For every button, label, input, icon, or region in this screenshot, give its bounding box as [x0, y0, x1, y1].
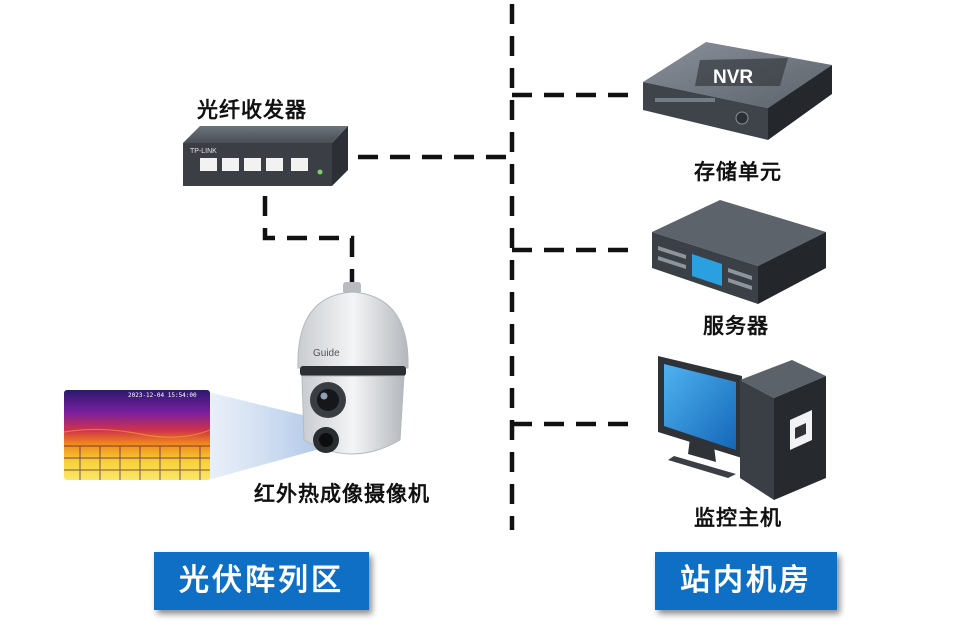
- nvr-icon: [643, 42, 832, 140]
- thermal-camera-icon: [297, 282, 409, 455]
- zone-pv-array: 光伏阵列区: [154, 552, 369, 610]
- server-icon: [652, 200, 826, 304]
- server-label: 服务器: [703, 314, 769, 338]
- thermal-image: [64, 390, 210, 480]
- nvr-label: 存储单元: [694, 160, 782, 184]
- camera-link: [262, 196, 355, 285]
- connection-lines: [262, 4, 628, 530]
- switch-icon: [183, 126, 348, 186]
- camera-label: 红外热成像摄像机: [254, 482, 430, 506]
- nvr-badge: NVR: [713, 67, 753, 88]
- switch-label: 光纤收发器: [197, 98, 307, 122]
- camera-beam: [208, 392, 323, 480]
- desktop-pc-icon: [658, 356, 826, 500]
- pc-label: 监控主机: [694, 506, 782, 530]
- camera-brand: Guide: [313, 348, 340, 359]
- thermal-timestamp: 2023-12-04 15:54:00: [128, 392, 197, 399]
- thermal-image-texture: [63, 428, 211, 480]
- switch-brand: TP-LINK: [190, 148, 217, 155]
- zone-equipment-room: 站内机房: [655, 552, 837, 610]
